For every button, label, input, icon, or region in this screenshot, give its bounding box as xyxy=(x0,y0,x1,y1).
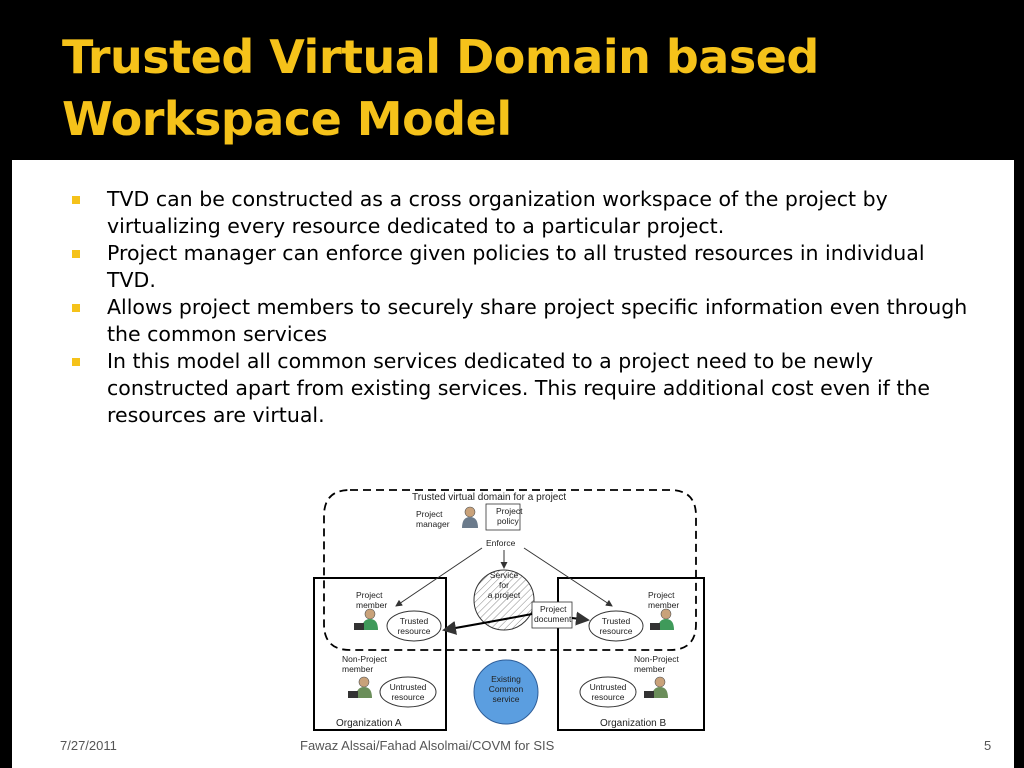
document-icon: Project policy xyxy=(485,503,523,531)
arrow-document-left xyxy=(442,613,533,635)
person-icon xyxy=(354,608,378,630)
bullet-text: TVD can be constructed as a cross organi… xyxy=(107,187,888,238)
arrow-enforce-left xyxy=(395,547,483,607)
bullet-icon xyxy=(72,358,80,366)
enforce-label: Enforce xyxy=(486,538,516,548)
person-icon xyxy=(348,676,372,698)
bullet-text: Project manager can enforce given polici… xyxy=(107,241,925,292)
footer-page-number: 5 xyxy=(984,738,992,753)
tvd-boundary xyxy=(323,489,697,651)
bullet-item: TVD can be constructed as a cross organi… xyxy=(72,186,972,240)
person-icon xyxy=(650,608,674,630)
arrow-document-right xyxy=(571,611,590,626)
svg-text:Project: Project xyxy=(540,604,567,614)
footer-center: Fawaz Alssai/Fahad Alsolmai/COVM for SIS xyxy=(300,738,555,753)
bullet-item: Project manager can enforce given polici… xyxy=(72,240,972,294)
person-icon xyxy=(644,676,668,698)
trusted-resource-a xyxy=(386,610,442,642)
bullet-text: Allows project members to securely share… xyxy=(107,295,968,346)
bullet-icon xyxy=(72,250,80,258)
org-a-label: Organization A xyxy=(336,718,402,729)
person-icon xyxy=(462,506,478,528)
bullet-icon xyxy=(72,304,80,312)
slide-title: Trusted Virtual Domain based Workspace M… xyxy=(62,26,962,150)
project-document-icon: Project document xyxy=(531,601,573,629)
svg-text:document: document xyxy=(534,614,572,624)
service-for-project-circle xyxy=(473,569,535,631)
tvd-label: Trusted virtual domain for a project xyxy=(412,492,566,503)
bullet-text: In this model all common services dedica… xyxy=(107,349,931,427)
bullet-list: TVD can be constructed as a cross organi… xyxy=(72,186,972,429)
title-band: Trusted Virtual Domain based Workspace M… xyxy=(0,0,1024,160)
arrow-enforce-right xyxy=(523,547,613,607)
org-b-box xyxy=(557,577,705,731)
bullet-item: Allows project members to securely share… xyxy=(72,294,972,348)
slide-title-line-2: Workspace Model xyxy=(62,92,512,146)
bullet-item: In this model all common services dedica… xyxy=(72,348,972,429)
footer-date: 7/27/2011 xyxy=(60,738,117,753)
org-b-label: Organization B xyxy=(600,718,666,729)
slide-title-line-1: Trusted Virtual Domain based xyxy=(62,30,819,84)
bullet-icon xyxy=(72,196,80,204)
tvd-diagram: Trusted virtual domain for a project Pro… xyxy=(313,489,705,731)
trusted-resource-b xyxy=(588,610,644,642)
untrusted-resource-b xyxy=(579,676,637,708)
svg-text:policy: policy xyxy=(497,516,519,526)
existing-common-service-circle xyxy=(473,659,539,725)
untrusted-resource-a xyxy=(379,676,437,708)
svg-text:Project: Project xyxy=(496,506,523,516)
